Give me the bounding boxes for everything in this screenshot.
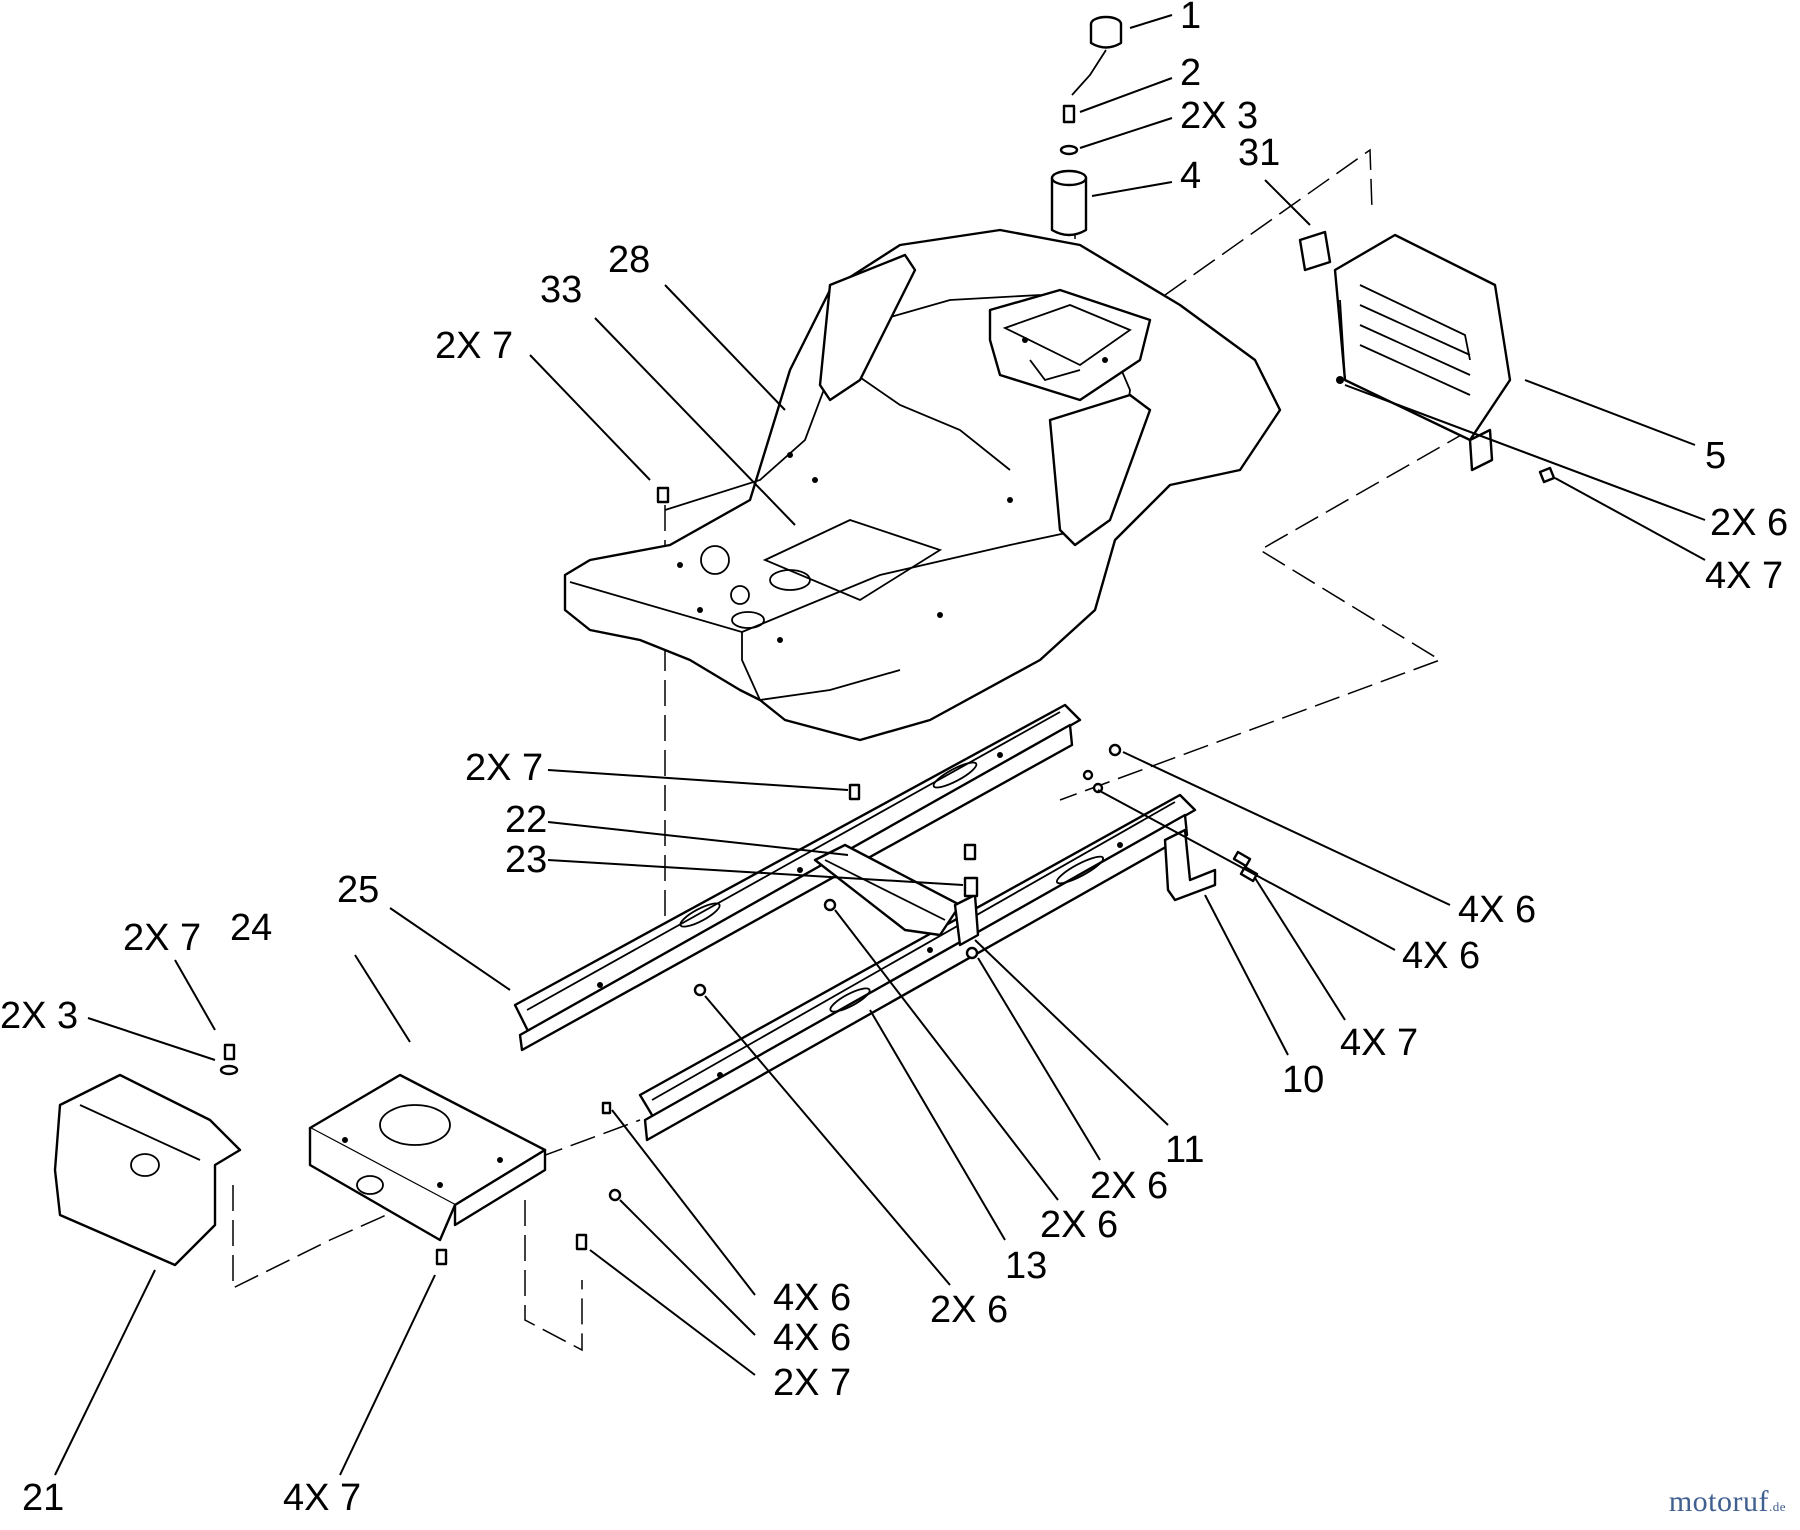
callout-2x7-seat: 2X 7 (435, 325, 513, 367)
leader-lines (54, 14, 1706, 1476)
callout-21: 21 (22, 1477, 64, 1519)
callout-25: 25 (337, 869, 379, 911)
callout-2x6-b: 2X 6 (1040, 1204, 1118, 1246)
callout-28: 28 (608, 239, 650, 281)
watermark-suffix: .de (1768, 1499, 1786, 1514)
callout-4x6-rear-b: 4X 6 (1402, 935, 1480, 977)
callout-5: 5 (1705, 435, 1726, 477)
callout-2x6-a: 2X 6 (1090, 1165, 1168, 1207)
callout-2x7-bottom: 2X 7 (773, 1362, 851, 1404)
callout-2x7-frame: 2X 7 (465, 747, 543, 789)
callout-4: 4 (1180, 155, 1201, 197)
cross-brace (813, 843, 962, 937)
callout-4x6-front-a: 4X 6 (773, 1277, 851, 1319)
front-shield (53, 1073, 242, 1267)
callout-4x7-bottom: 4X 7 (283, 1477, 361, 1519)
callout-24: 24 (230, 907, 272, 949)
front-bracket (953, 893, 980, 947)
callout-10: 10 (1282, 1059, 1324, 1101)
callout-4x6-front-b: 4X 6 (773, 1317, 851, 1359)
frame-rail-left (513, 703, 1082, 1052)
callout-2x7-front: 2X 7 (123, 917, 201, 959)
callout-2x3-top: 2X 3 (1180, 95, 1258, 137)
callout-2: 2 (1180, 52, 1201, 94)
callout-2x6-c: 2X 6 (930, 1289, 1008, 1331)
callout-31: 31 (1238, 132, 1280, 174)
frame-rail-right (638, 793, 1197, 1142)
callout-2x6-guard: 2X 6 (1710, 502, 1788, 544)
callout-13: 13 (1005, 1245, 1047, 1287)
callout-4x7-rear: 4X 7 (1340, 1022, 1418, 1064)
callout-33: 33 (540, 269, 582, 311)
spacer-tube (1050, 169, 1088, 237)
callout-2x3-front: 2X 3 (0, 995, 78, 1037)
seat-knob (1071, 15, 1123, 96)
pump-mount-plate (308, 1073, 547, 1242)
callout-1: 1 (1180, 0, 1201, 37)
seat-bolt-and-washer (1059, 104, 1079, 156)
watermark-brand: motoruf (1668, 1485, 1769, 1518)
callout-22: 22 (505, 799, 547, 841)
watermark-logo: motoruf.de (1669, 1485, 1786, 1519)
callout-4x7-guard: 4X 7 (1705, 555, 1783, 597)
rear-guard (1333, 233, 1556, 484)
callout-23: 23 (505, 839, 547, 881)
callout-11: 11 (1165, 1129, 1204, 1171)
callout-4x6-rear-a: 4X 6 (1458, 889, 1536, 931)
seat-pan (563, 228, 1282, 742)
decal (1298, 230, 1332, 272)
